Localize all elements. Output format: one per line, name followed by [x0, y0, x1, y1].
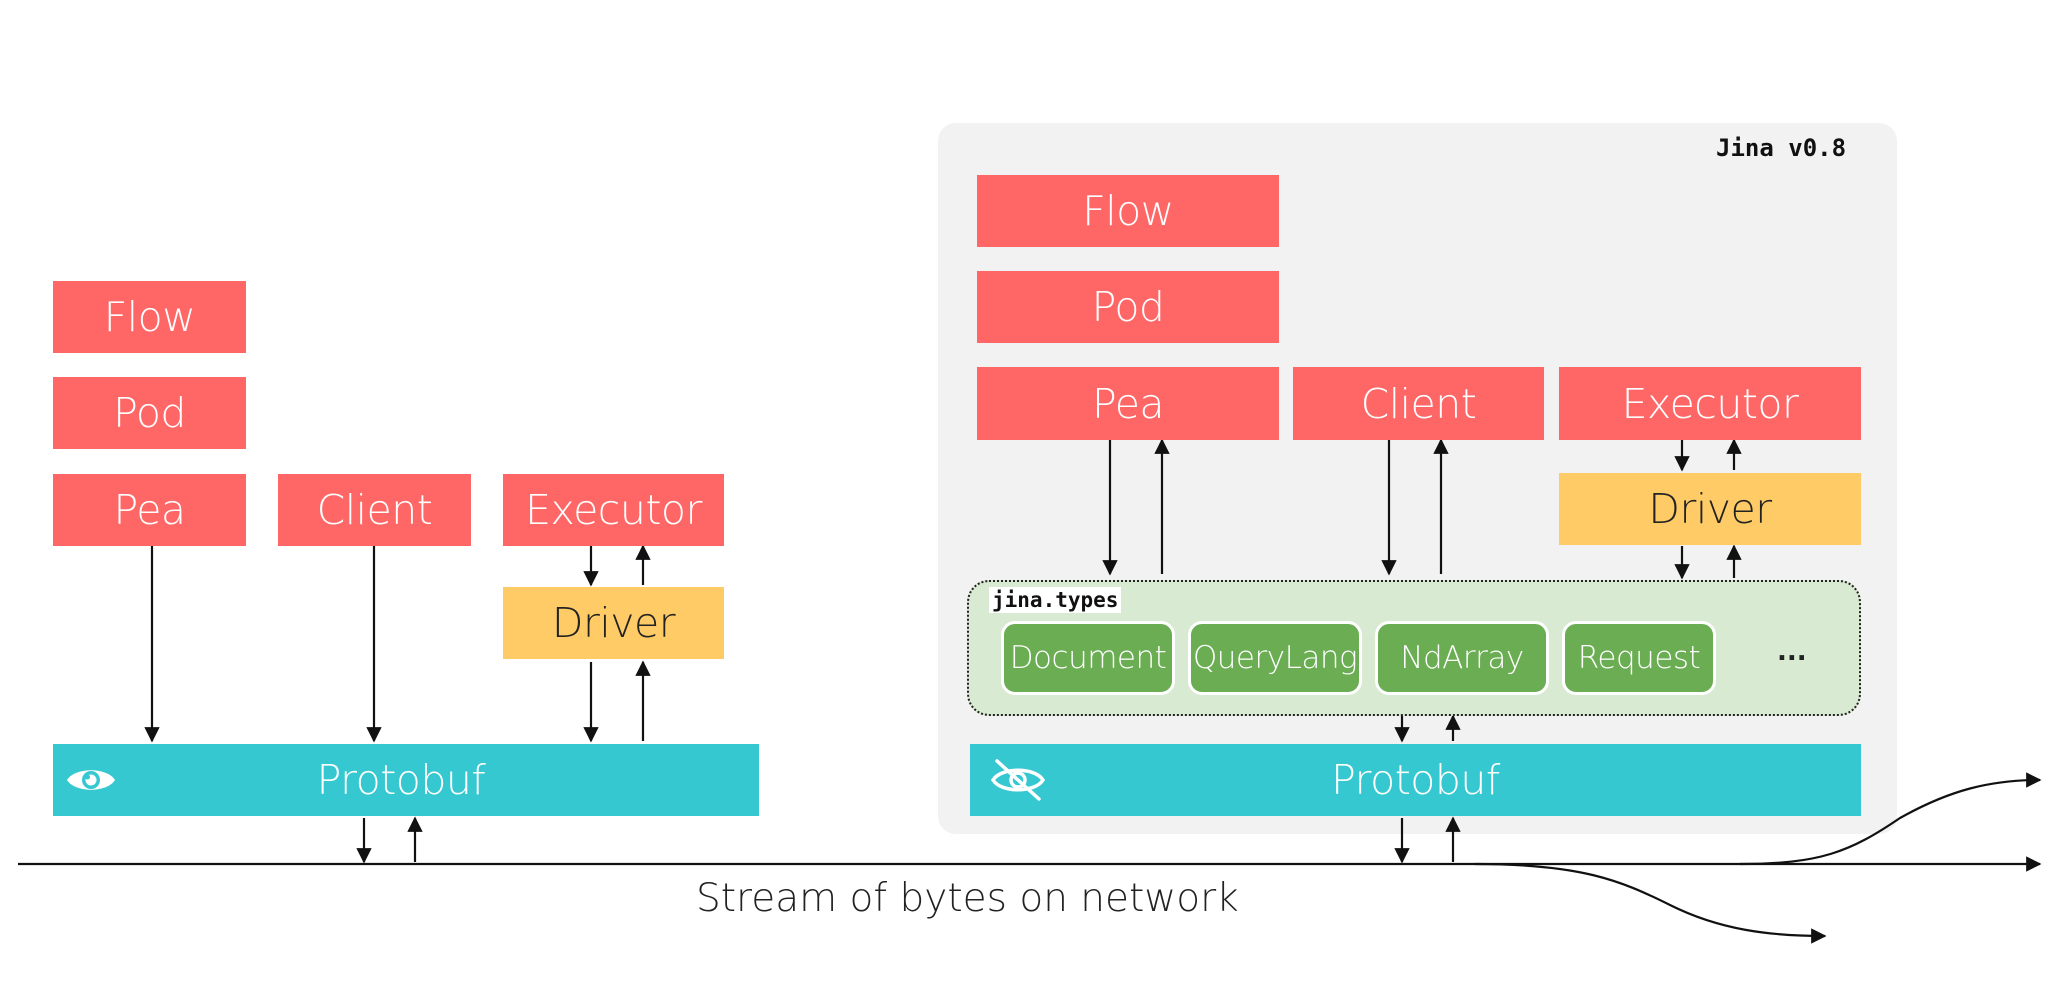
right-client-box: Client	[1293, 367, 1544, 440]
right-executor-box: Executor	[1559, 367, 1861, 440]
left-flow-box: Flow	[53, 281, 246, 353]
eye-off-icon	[990, 759, 1046, 801]
left-driver-box: Driver	[503, 587, 724, 659]
left-pod-box: Pod	[53, 377, 246, 449]
network-branch-up	[1739, 772, 2042, 866]
left-pea-box: Pea	[53, 474, 246, 546]
eye-icon	[67, 770, 115, 790]
type-request-box: Request	[1562, 621, 1716, 695]
left-executor-box: Executor	[503, 474, 724, 546]
version-label: Jina v0.8	[1716, 134, 1847, 162]
right-protobuf-label: Protobuf	[1331, 756, 1500, 804]
right-driver-box: Driver	[1559, 473, 1861, 545]
right-flow-box: Flow	[977, 175, 1279, 247]
jina-types-label: jina.types	[989, 587, 1122, 613]
types-more-ellipsis: ...	[1777, 637, 1807, 667]
type-ndarray-box: NdArray	[1375, 621, 1549, 695]
network-caption: Stream of bytes on network	[696, 876, 1239, 921]
left-protobuf-box: Protobuf	[53, 744, 759, 816]
right-pea-box: Pea	[977, 367, 1279, 440]
left-client-box: Client	[278, 474, 471, 546]
right-pod-box: Pod	[977, 271, 1279, 343]
type-querylang-box: QueryLang	[1188, 621, 1362, 695]
right-protobuf-box: Protobuf	[970, 744, 1861, 816]
left-protobuf-label: Protobuf	[316, 756, 486, 804]
type-document-box: Document	[1001, 621, 1175, 695]
network-branch-down	[1474, 862, 1827, 944]
